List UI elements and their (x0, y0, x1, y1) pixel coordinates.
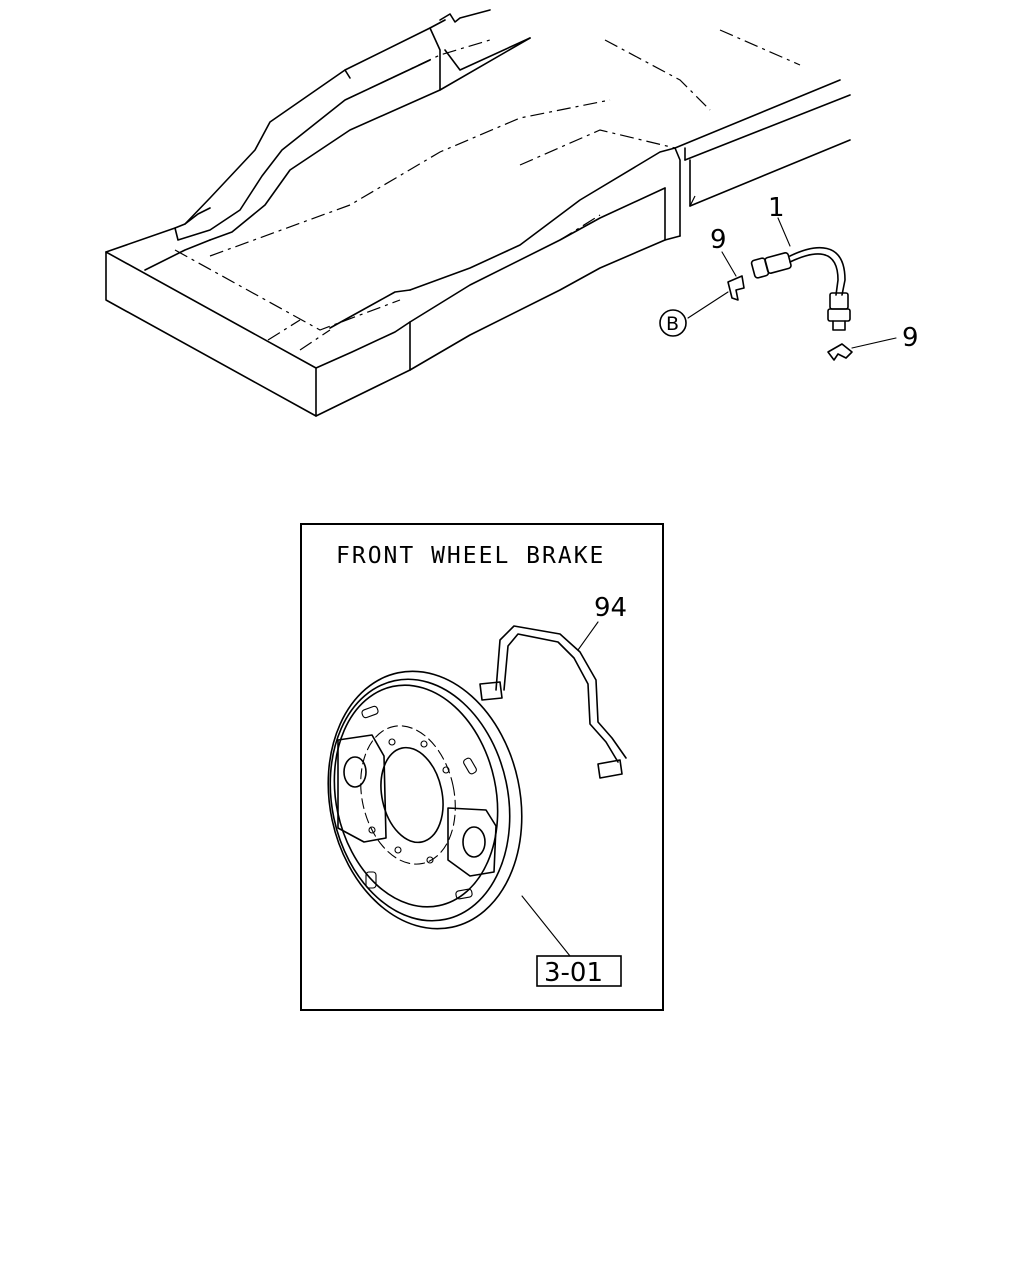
chassis-frame (105, 9, 851, 417)
callout-clip-lower: 9 (902, 323, 919, 353)
clip-lower (827, 343, 853, 361)
reference-box (536, 955, 622, 987)
callout-hose: 1 (768, 193, 785, 223)
backing-plate (327, 670, 523, 930)
inset-border (300, 523, 664, 1011)
callout-pipe: 94 (594, 593, 627, 623)
inset-front-wheel-brake: FRONT WHEEL BRAKE (300, 523, 664, 1011)
leader-pipe (577, 621, 599, 651)
leader-plate (521, 895, 571, 957)
leaders-upper (687, 217, 897, 349)
reference-label: 3-01 (544, 958, 603, 988)
brake-pipe (479, 625, 627, 779)
clip-upper (727, 275, 745, 301)
location-mark-letter: B (666, 313, 679, 335)
location-mark-b: B (659, 309, 687, 337)
brake-hose (750, 246, 851, 331)
inset-title: FRONT WHEEL BRAKE (336, 543, 605, 569)
callout-clip-upper: 9 (710, 225, 727, 255)
